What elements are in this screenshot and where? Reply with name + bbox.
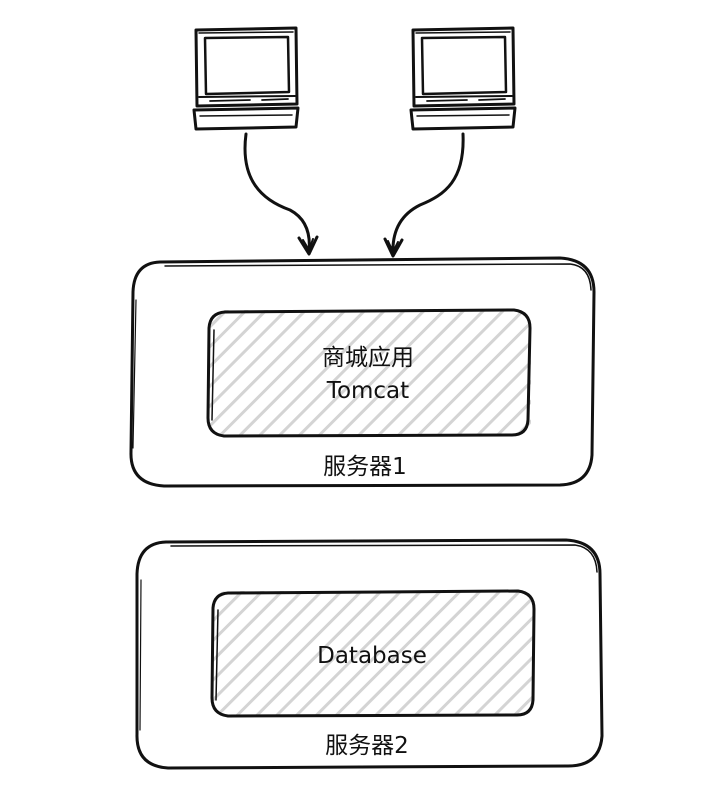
- client-computer-icon-2: [409, 26, 517, 131]
- server1-box: [129, 256, 596, 488]
- server2-box: [135, 538, 604, 770]
- client-computer-icon-1: [192, 26, 300, 131]
- database-label: Database: [317, 643, 427, 669]
- arrow-client1-to-server: [243, 132, 319, 256]
- database-box: [210, 589, 536, 718]
- arrow-client2-to-server: [383, 132, 465, 258]
- app-tomcat-box: [206, 308, 532, 438]
- app-label: 商城应用: [322, 345, 414, 371]
- server1-label: 服务器1: [323, 454, 407, 480]
- server2-label: 服务器2: [325, 733, 409, 759]
- app-sublabel: Tomcat: [326, 378, 410, 404]
